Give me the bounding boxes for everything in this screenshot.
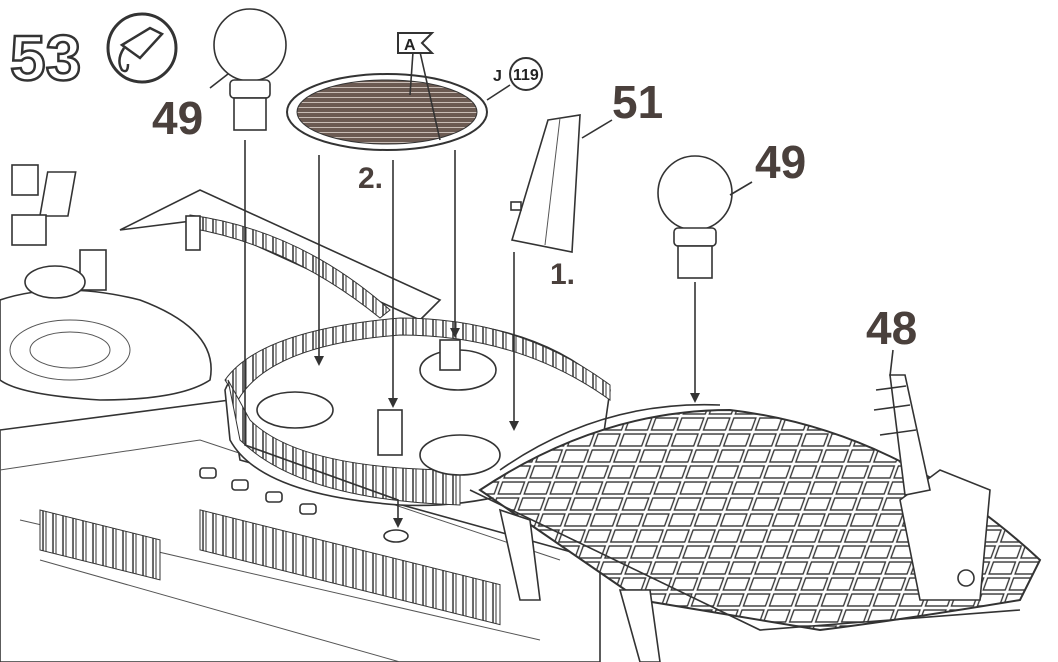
leader-line-48	[889, 349, 894, 377]
part-51-fin	[510, 114, 613, 253]
grid-disc-part	[286, 51, 511, 151]
decal-reference: J 119	[493, 57, 543, 91]
ship-hull	[0, 164, 601, 662]
part-49-left-lamp	[209, 8, 287, 131]
windows-row	[199, 467, 317, 515]
part-48-label: 48	[866, 302, 917, 354]
assembly-arrow-49-left	[244, 140, 399, 525]
arrowhead	[388, 398, 398, 408]
part-49-left-label: 49	[152, 92, 203, 144]
arrowhead	[690, 393, 700, 403]
part-49-right-label: 49	[755, 136, 806, 188]
step-number: 53	[10, 22, 81, 94]
lattice-roof	[469, 403, 1042, 662]
decal-flag: A	[397, 32, 435, 54]
part-49-right-lamp	[657, 155, 753, 279]
decal-number: 119	[513, 67, 539, 84]
arrowhead	[509, 421, 519, 431]
arrowhead	[393, 518, 403, 528]
sub-step-2-label: 2.	[358, 162, 383, 195]
part-51-label: 51	[612, 76, 663, 128]
decal-flag-label: A	[404, 37, 416, 54]
decal-sheet-letter: J	[493, 68, 502, 85]
assembly-arrows-disc	[318, 150, 456, 405]
sub-step-1-label: 1.	[550, 258, 575, 291]
arrowhead	[450, 328, 460, 338]
mast	[873, 374, 975, 587]
glue-tube-icon	[106, 12, 178, 84]
